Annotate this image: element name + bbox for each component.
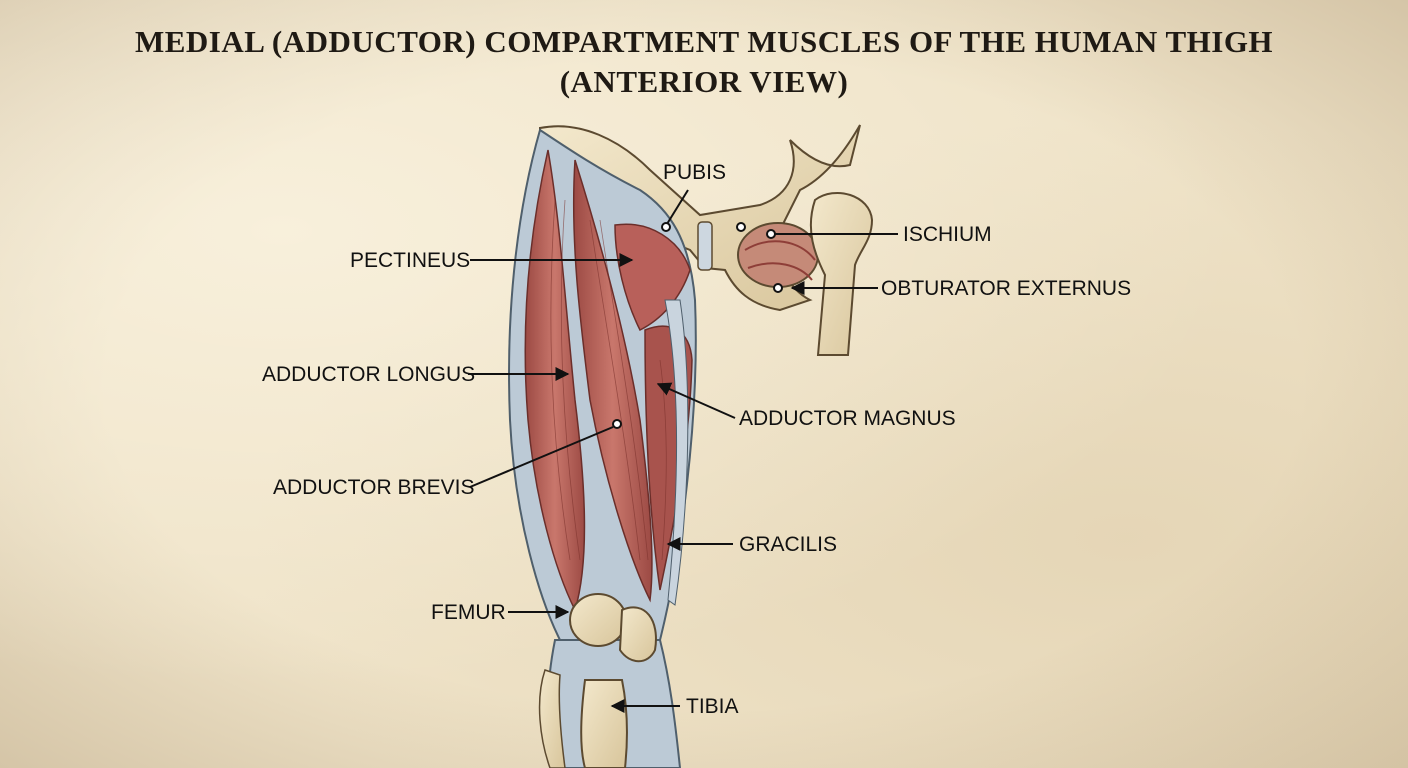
label-gracilis: GRACILIS xyxy=(739,533,838,556)
femur-shaft-side xyxy=(809,191,874,356)
label-pubis: PUBIS xyxy=(663,161,727,184)
leader-adductor-magnus xyxy=(656,382,736,419)
tibia-shape xyxy=(580,679,628,768)
adductor-brevis-shape xyxy=(572,159,653,603)
ischium-point xyxy=(766,229,776,239)
leader-adductor-brevis xyxy=(469,426,614,488)
label-ischium: ISCHIUM xyxy=(903,223,992,246)
label-adductor-brevis: ADDUCTOR BREVIS xyxy=(273,476,475,499)
leader-lines xyxy=(468,189,898,713)
obturator-foramen xyxy=(737,222,819,288)
obturator-point xyxy=(773,283,783,293)
diagram-subtitle: (ANTERIOR VIEW) xyxy=(559,64,849,99)
patella xyxy=(569,593,627,647)
pubic-point-2 xyxy=(736,222,746,232)
leader-pubis xyxy=(666,189,689,225)
gracilis-shape xyxy=(664,299,689,606)
label-femur: FEMUR xyxy=(431,601,506,624)
label-adductor-magnus: ADDUCTOR MAGNUS xyxy=(739,407,956,430)
label-tibia: TIBIA xyxy=(686,695,739,718)
pubic-symphysis xyxy=(697,221,713,271)
label-pectineus: PECTINEUS xyxy=(350,249,471,272)
adductor-brevis-point xyxy=(612,419,622,429)
thigh-muscles xyxy=(508,128,697,641)
diagram-title: MEDIAL (ADDUCTOR) COMPARTMENT MUSCLES OF… xyxy=(134,24,1274,59)
pubis-point xyxy=(661,222,671,232)
label-obturator-externus: OBTURATOR EXTERNUS xyxy=(881,277,1132,300)
label-adductor-longus: ADDUCTOR LONGUS xyxy=(262,363,476,386)
